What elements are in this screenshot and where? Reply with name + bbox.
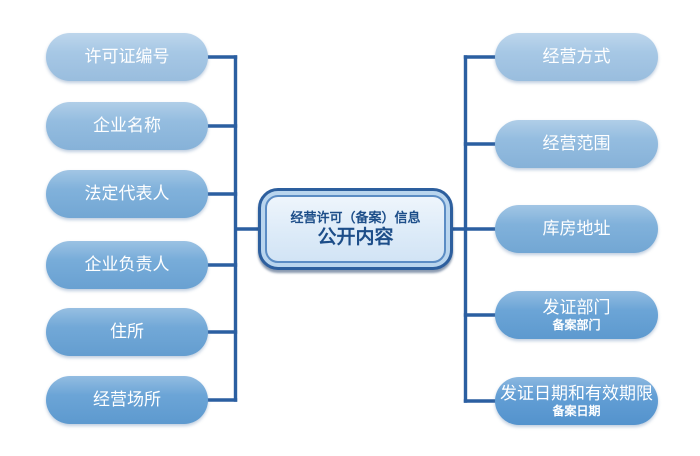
node-business-mode: 经营方式 bbox=[495, 33, 658, 81]
node-company-name: 企业名称 bbox=[46, 102, 208, 150]
center-node: 经营许可（备案）信息 公开内容 bbox=[258, 188, 453, 270]
node-label: 库房地址 bbox=[542, 219, 611, 238]
node-warehouse-address: 库房地址 bbox=[495, 205, 658, 253]
node-license-number: 许可证编号 bbox=[46, 33, 208, 81]
node-label: 许可证编号 bbox=[84, 47, 170, 66]
node-business-premises: 经营场所 bbox=[46, 376, 208, 424]
center-node-inner: 经营许可（备案）信息 公开内容 bbox=[265, 195, 446, 263]
node-label: 企业负责人 bbox=[84, 255, 170, 274]
node-label: 住所 bbox=[110, 322, 144, 341]
node-label: 经营方式 bbox=[542, 47, 611, 66]
node-sublabel: 备案部门 bbox=[552, 318, 601, 332]
node-label: 企业名称 bbox=[93, 116, 161, 135]
node-legal-representative: 法定代表人 bbox=[46, 170, 208, 218]
node-sublabel: 备案日期 bbox=[552, 404, 601, 418]
node-label: 经营范围 bbox=[542, 134, 611, 153]
node-issue-date-validity: 发证日期和有效期限 备案日期 bbox=[495, 377, 658, 425]
node-label: 法定代表人 bbox=[84, 184, 170, 203]
node-label: 经营场所 bbox=[93, 390, 161, 409]
node-business-scope: 经营范围 bbox=[495, 120, 658, 168]
node-company-principal: 企业负责人 bbox=[46, 241, 208, 289]
node-label: 发证部门 bbox=[542, 298, 611, 317]
center-node-title-line2: 公开内容 bbox=[317, 227, 394, 248]
node-issuing-department: 发证部门 备案部门 bbox=[495, 291, 658, 339]
center-node-title-line1: 经营许可（备案）信息 bbox=[290, 210, 421, 225]
node-residence: 住所 bbox=[46, 308, 208, 356]
node-label: 发证日期和有效期限 bbox=[500, 384, 653, 403]
